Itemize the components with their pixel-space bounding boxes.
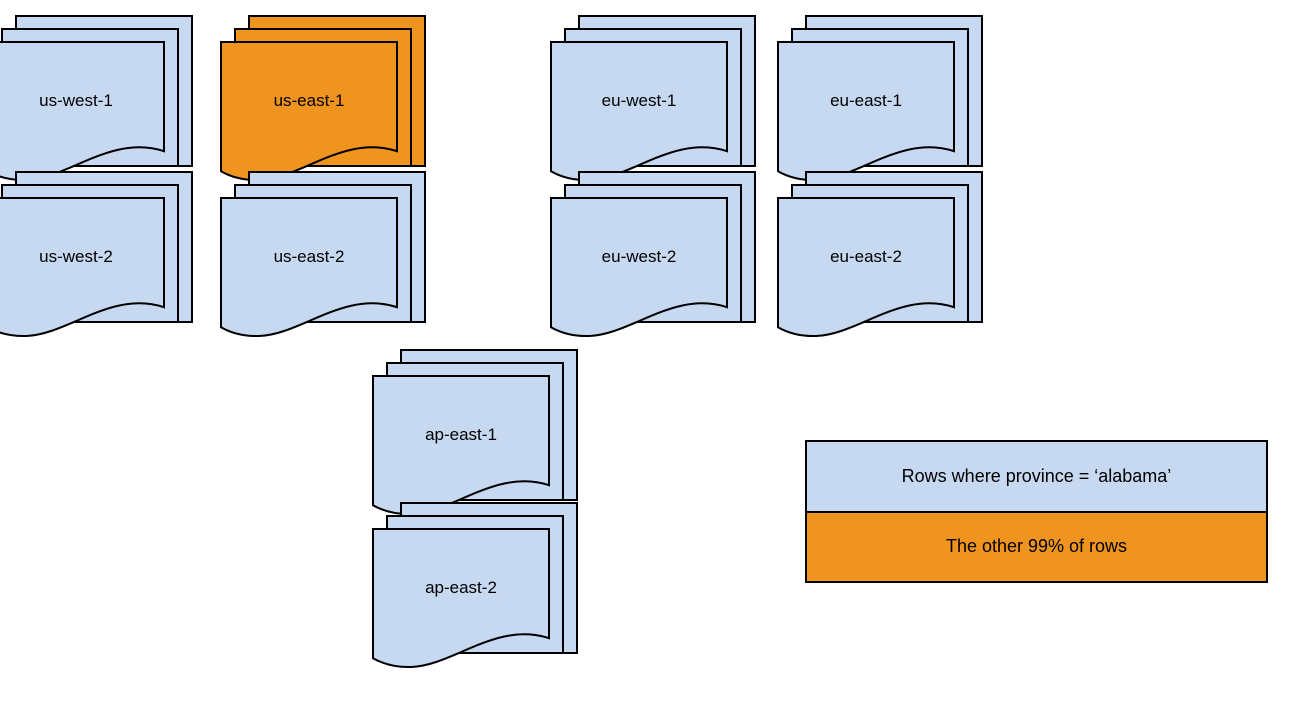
legend: Rows where province = ‘alabama’ The othe…: [805, 440, 1268, 583]
document-stack-ap-east-2[interactable]: ap-east-2: [372, 502, 582, 701]
document-stack-label: eu-west-1: [602, 91, 677, 110]
document-stack-shape: us-east-2: [220, 171, 426, 338]
document-stack-us-east-1[interactable]: us-east-1: [220, 15, 430, 214]
document-stack-shape: eu-east-1: [777, 15, 983, 182]
legend-label-alabama: Rows where province = ‘alabama’: [901, 465, 1172, 486]
document-page-front: [0, 197, 165, 338]
document-stack-eu-east-2[interactable]: eu-east-2: [777, 171, 987, 370]
document-stack-label: us-west-1: [39, 91, 113, 110]
document-page-front: [550, 197, 728, 338]
document-stack-shape: eu-west-2: [550, 171, 756, 338]
document-stack-label: ap-east-2: [425, 578, 497, 597]
document-stack-us-west-2[interactable]: us-west-2: [0, 171, 197, 370]
document-stack-label: eu-east-2: [830, 247, 902, 266]
legend-row-other: The other 99% of rows: [807, 512, 1266, 581]
document-page-front: [220, 197, 398, 338]
document-stack-ap-east-1[interactable]: ap-east-1: [372, 349, 582, 548]
document-stack-eu-west-2[interactable]: eu-west-2: [550, 171, 760, 370]
document-stack-eu-west-1[interactable]: eu-west-1: [550, 15, 760, 214]
diagram-canvas: us-west-1 us-east-1 eu-west-1 eu-east-1 us-w…: [0, 15, 987, 669]
document-stack-us-west-1[interactable]: us-west-1: [0, 15, 197, 214]
document-page-front: [777, 197, 955, 338]
document-stack-label: eu-west-2: [602, 247, 677, 266]
document-stack-shape: us-west-2: [0, 171, 193, 338]
document-stack-shape: eu-west-1: [550, 15, 756, 182]
document-page-front: [372, 528, 550, 669]
document-stack-label: us-west-2: [39, 247, 113, 266]
document-stack-shape: us-west-1: [0, 15, 193, 182]
document-stack-shape: us-east-1: [220, 15, 426, 182]
document-stack-label: us-east-2: [274, 247, 345, 266]
document-stack-label: eu-east-1: [830, 91, 902, 110]
legend-row-alabama: Rows where province = ‘alabama’: [807, 442, 1266, 513]
document-stack-label: ap-east-1: [425, 425, 497, 444]
document-stack-label: us-east-1: [274, 91, 345, 110]
document-stack-shape: ap-east-2: [372, 502, 578, 669]
document-stack-shape: ap-east-1: [372, 349, 578, 516]
document-stack-eu-east-1[interactable]: eu-east-1: [777, 15, 987, 214]
document-stack-shape: eu-east-2: [777, 171, 983, 338]
legend-label-other: The other 99% of rows: [945, 536, 1128, 557]
document-stack-us-east-2[interactable]: us-east-2: [220, 171, 430, 370]
